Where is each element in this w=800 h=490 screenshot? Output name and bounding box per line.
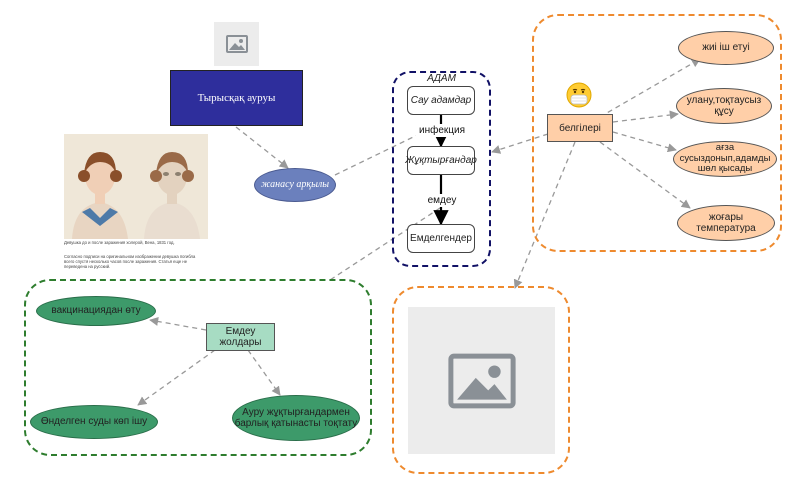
cholera-portrait [64,134,208,239]
edge-disease-transmission [235,126,289,169]
edge-transmission-adam [334,123,441,176]
infection-edge-label: инфекция [416,124,468,137]
sign-dehydration: ағза сусыздонып,адамды шөл қысады [673,141,777,177]
adam-title: АДАМ [427,72,456,84]
treatment-node: Емдеу жолдары [206,323,275,351]
transmission-node: жанасу арқылы [254,168,336,202]
disease-box: Тырысқақ ауруы [170,70,303,126]
sign-high-temperature: жоғары температура [677,205,775,241]
signs-node: белгілері [547,114,613,142]
edge-signs-sign4 [599,141,691,209]
treatment-vaccination: вакцинациядан өту [36,296,156,326]
portrait-caption-1: Девушка до и после заражения холерой, Ве… [64,240,175,245]
treatment-isolation: Ауру жұқтырғандармен барлық қатынасты то… [232,395,360,441]
signs-group [532,14,782,252]
edge-signs-sign3 [612,131,677,153]
adam-group [392,71,491,267]
edge-treatment-t1 [149,316,207,331]
healthy-node: Сау адамдар [407,86,475,115]
edge-treatment-t3 [247,349,281,396]
edge-treatment-t2 [137,349,216,406]
image-placeholder-small [214,22,259,66]
image-group [392,286,570,474]
edge-signs-sign2 [612,110,679,123]
treatment-treated-water: Өнделген суды көп ішу [30,405,158,439]
transmission-label: жанасу арқылы [260,179,330,191]
face-with-mask-glyph [566,82,592,108]
recovered-node: Емделгендер [407,224,475,253]
sign-frequent-diarrhea: жиі іш етуі [678,31,774,65]
image-placeholder-icon [225,35,248,53]
edge-signs-infected [491,133,549,154]
infected-node: Жұқтырғандар [405,146,477,175]
sign-vomiting: улану,тоқтаусыз құсу [676,88,772,124]
edge-signs-sign1 [599,58,701,118]
image-placeholder-icon [447,353,516,408]
edge-adam-treatment-group [329,207,441,281]
image-placeholder-large [408,307,555,454]
portrait-caption-2: Согласно подписи на оригинальном изображ… [64,254,196,269]
disease-label: Тырысқақ ауруы [197,92,276,104]
portrait-drawing [64,134,208,239]
face-with-mask-icon [564,80,594,110]
treatment-group [24,279,372,456]
treatment-edge-label: емдеу [424,194,460,207]
